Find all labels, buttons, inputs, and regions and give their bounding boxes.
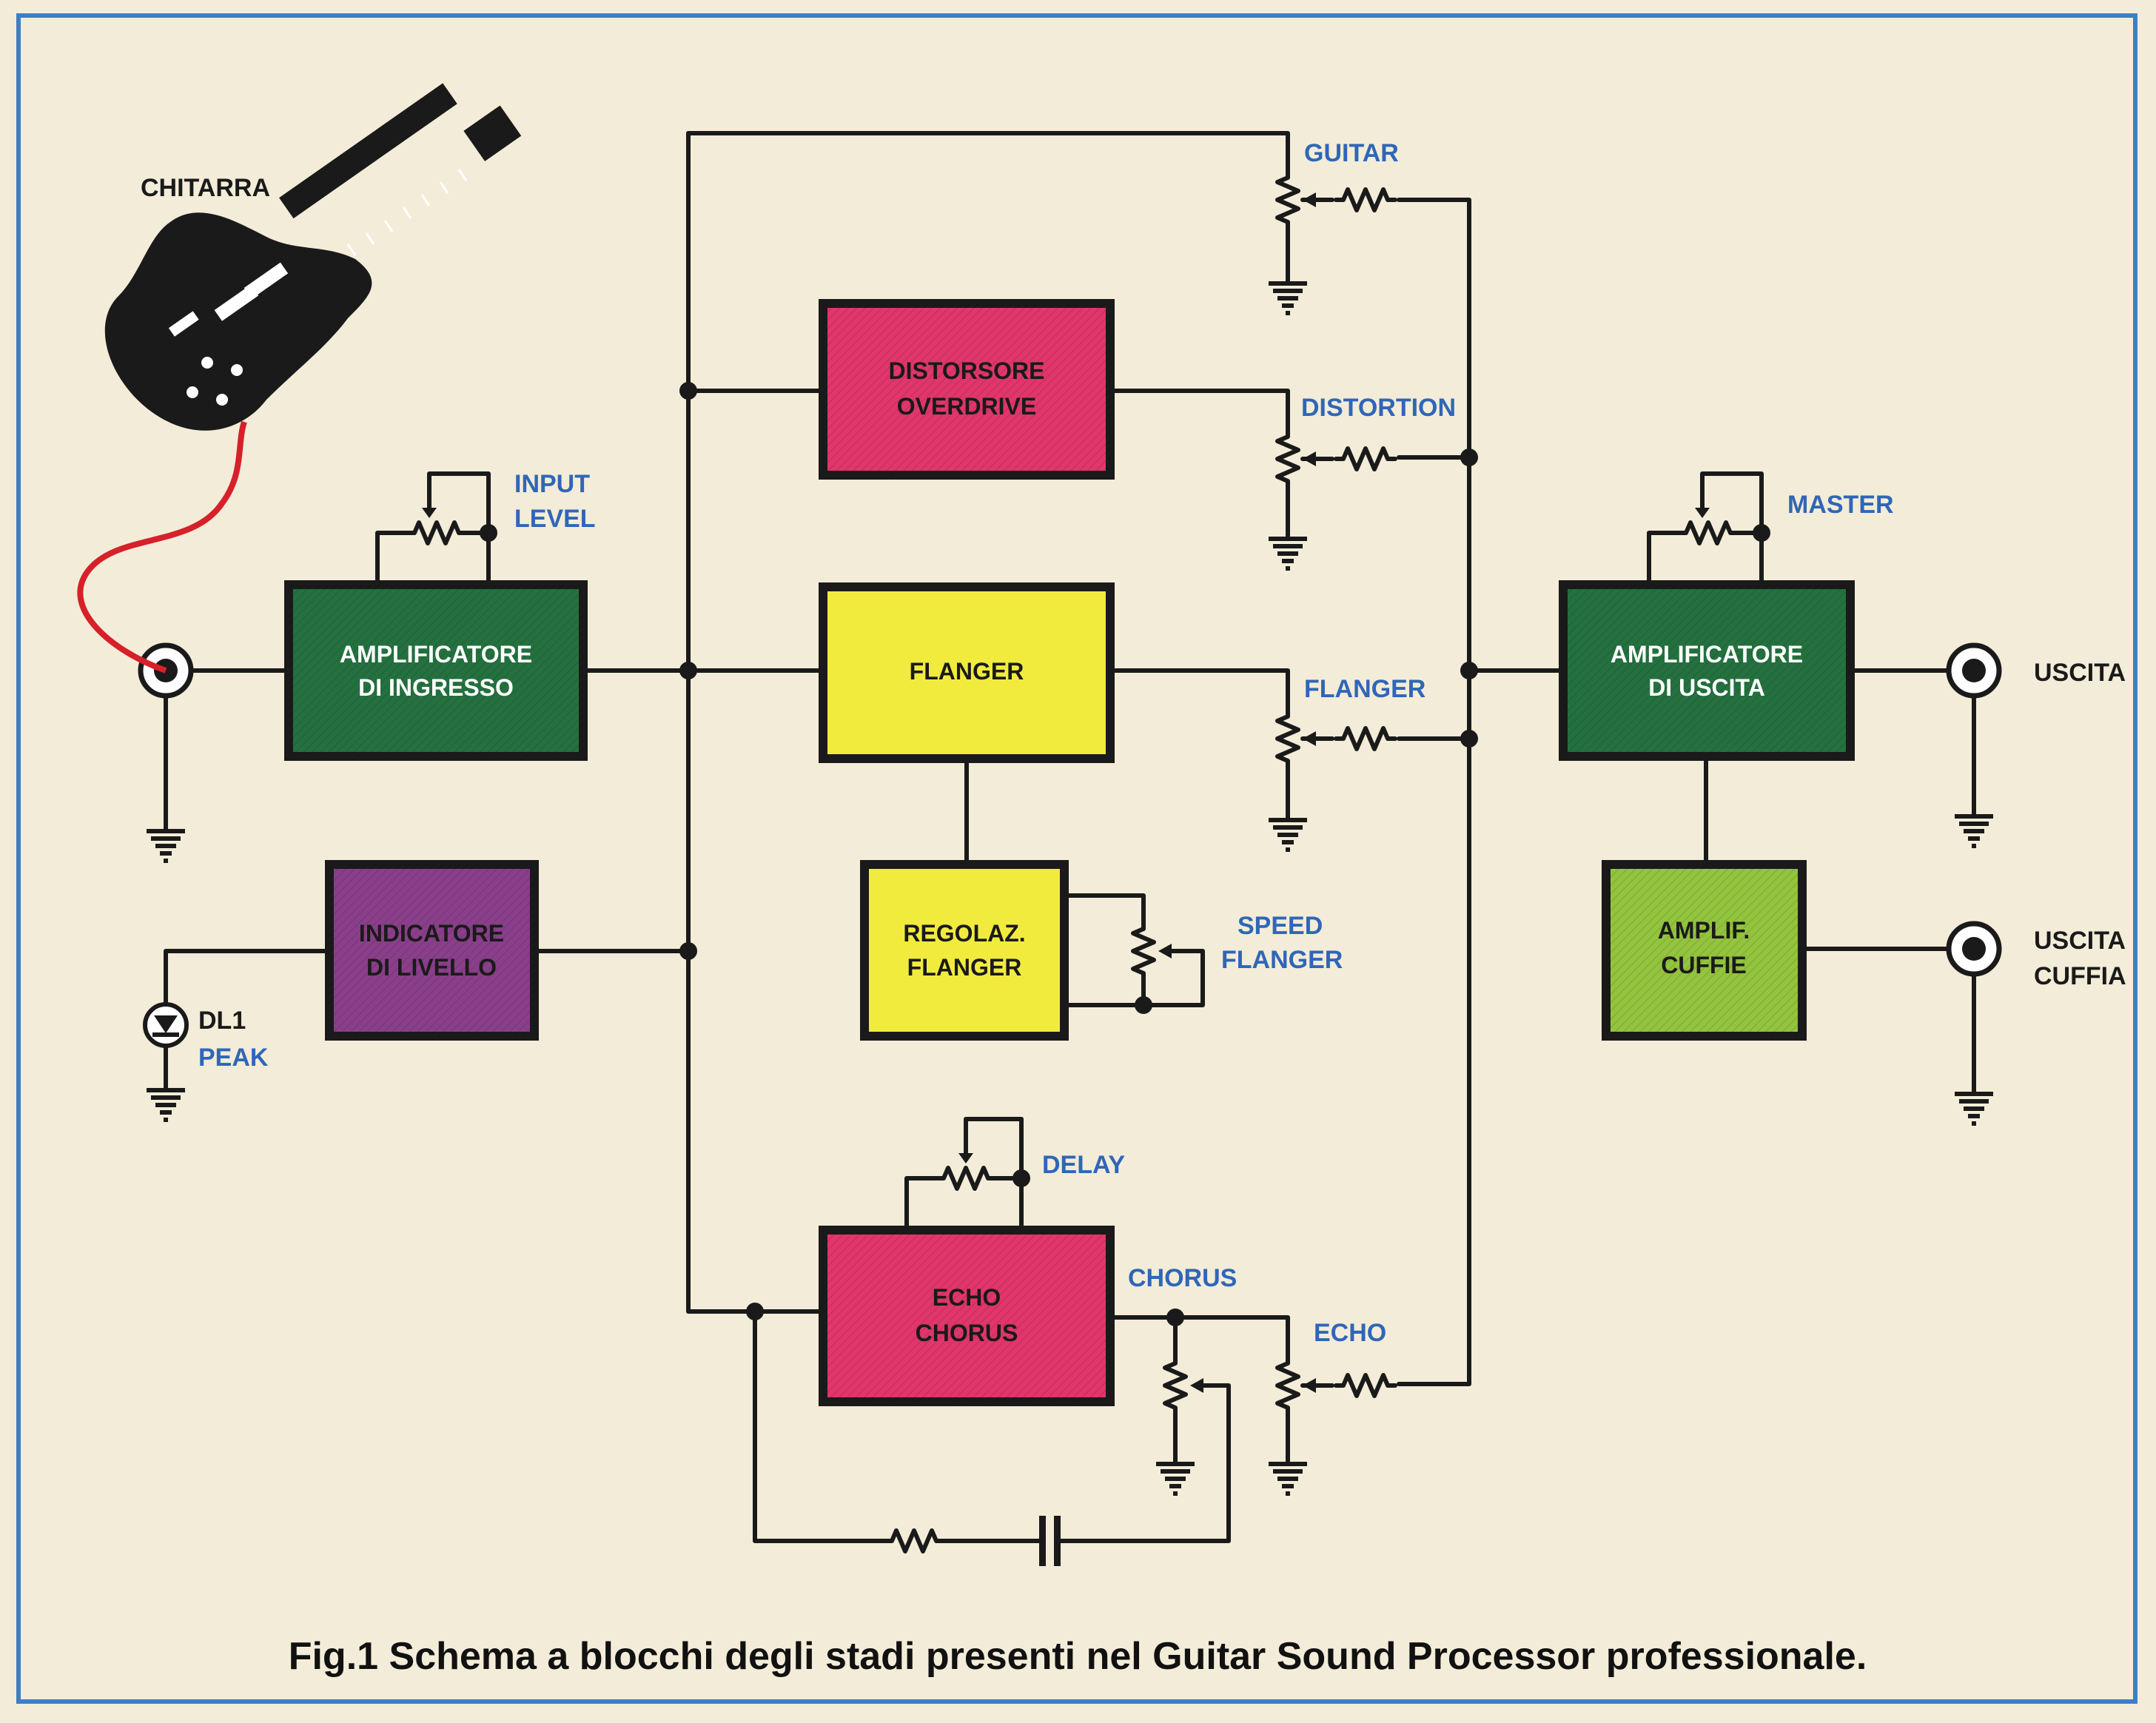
block-regolaz-flanger: REGOLAZ. FLANGER	[860, 860, 1069, 1041]
ground-icon	[1269, 807, 1307, 850]
block-label: INDICATORE	[359, 920, 504, 947]
figure-caption: Fig.1 Schema a blocchi degli stadi prese…	[289, 1635, 1867, 1678]
block-flanger: FLANGER	[819, 582, 1115, 763]
block-amplificatore-uscita: AMPLIFICATORE DI USCITA	[1559, 580, 1855, 761]
potentiometer-icon	[1679, 508, 1738, 543]
potentiometer-icon	[1133, 921, 1172, 981]
label-chitarra: CHITARRA	[141, 174, 270, 202]
resistor-icon	[1336, 189, 1395, 210]
capacitor-icon	[1039, 1516, 1061, 1566]
label-uscita: USCITA	[2034, 659, 2126, 687]
ground-icon	[1955, 803, 1993, 846]
guitar-icon	[77, 83, 522, 674]
ground-icon	[1269, 525, 1307, 568]
block-label: AMPLIF.	[1658, 917, 1750, 944]
block-label: DI USCITA	[1648, 674, 1765, 701]
potentiometer-icon	[1277, 1356, 1334, 1415]
block-amplificatore-ingresso: AMPLIFICATORE DI INGRESSO	[284, 580, 588, 761]
potentiometer-icon	[1165, 1356, 1203, 1415]
resistor-icon	[1336, 449, 1395, 469]
potentiometer-icon	[407, 508, 466, 543]
headphone-jack-icon	[1949, 924, 1999, 974]
label-delay: DELAY	[1042, 1151, 1125, 1179]
ground-icon	[147, 1077, 185, 1120]
label-flanger-pot: FLANGER	[1304, 675, 1425, 703]
label-peak: PEAK	[198, 1044, 269, 1072]
block-label: ECHO	[933, 1284, 1001, 1311]
resistor-icon	[1336, 1375, 1395, 1396]
wiring	[164, 131, 1976, 1543]
block-label: CHORUS	[916, 1320, 1018, 1346]
block-label: OVERDRIVE	[897, 393, 1036, 420]
ground-icon	[147, 818, 185, 861]
label-dl1: DL1	[198, 1007, 246, 1035]
potentiometer-icon	[1277, 170, 1316, 229]
output-jack-icon	[1949, 645, 1999, 696]
label-level: LEVEL	[514, 505, 596, 533]
label-chorus: CHORUS	[1128, 1264, 1237, 1292]
ground-icon	[1156, 1451, 1195, 1494]
block-label: AMPLIFICATORE	[340, 641, 532, 668]
resistor-icon	[884, 1531, 944, 1551]
block-label: DI INGRESSO	[358, 674, 514, 701]
label-master: MASTER	[1787, 491, 1894, 519]
potentiometer-icon	[1277, 709, 1334, 768]
block-label: FLANGER	[910, 658, 1024, 685]
block-label: DI LIVELLO	[366, 954, 497, 981]
ground-icon	[1955, 1081, 1993, 1124]
label-distortion: DISTORTION	[1301, 394, 1456, 422]
block-label: REGOLAZ.	[903, 920, 1025, 947]
label-guitar: GUITAR	[1304, 139, 1399, 167]
label-cuffia: CUFFIA	[2034, 962, 2126, 990]
ground-icon	[1269, 270, 1307, 313]
label-speed-flanger: FLANGER	[1221, 946, 1343, 974]
diagram-border	[16, 13, 2137, 1704]
label-echo-pot: ECHO	[1314, 1319, 1386, 1347]
ground-icon	[1269, 1451, 1307, 1494]
resistor-icon	[1336, 728, 1395, 749]
label-uscita-cuffia: USCITA	[2034, 927, 2126, 955]
block-label: FLANGER	[907, 954, 1022, 981]
led-icon	[143, 1002, 189, 1048]
potentiometer-icon	[1277, 429, 1334, 488]
block-label: AMPLIFICATORE	[1611, 641, 1803, 668]
label-speed: SPEED	[1237, 912, 1323, 940]
block-label: DISTORSORE	[889, 357, 1045, 384]
block-echo-chorus: ECHO CHORUS	[819, 1226, 1115, 1406]
junction-dots	[480, 382, 1770, 1326]
potentiometer-icon	[936, 1153, 995, 1189]
block-label: CUFFIE	[1661, 952, 1747, 978]
block-indicatore-livello: INDICATORE DI LIVELLO	[325, 860, 539, 1041]
block-distorsore-overdrive: DISTORSORE OVERDRIVE	[819, 299, 1115, 480]
label-input: INPUT	[514, 470, 590, 498]
block-amplif-cuffie: AMPLIF. CUFFIE	[1602, 860, 1807, 1041]
